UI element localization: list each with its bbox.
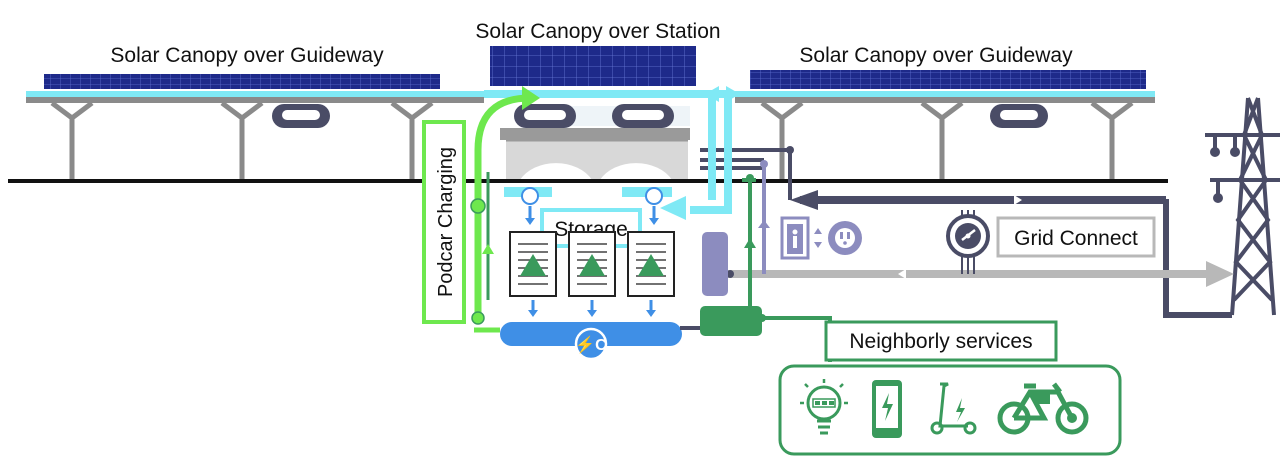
podcar-icon bbox=[612, 104, 674, 128]
service-flow-lines bbox=[680, 174, 832, 362]
solar-canopy-left bbox=[44, 74, 440, 89]
svg-text:Podcar Charging: Podcar Charging bbox=[435, 147, 457, 297]
battery-icon bbox=[702, 232, 728, 296]
neighborly-services-label: Neighborly services bbox=[824, 320, 1058, 362]
svg-text:Grid Connect: Grid Connect bbox=[1014, 227, 1138, 250]
smartphone-charging-icon bbox=[872, 380, 902, 438]
ground-line bbox=[8, 179, 1168, 183]
canopy-station-label: Solar Canopy over Station bbox=[475, 20, 720, 43]
neighborly-services-panel bbox=[778, 364, 1122, 456]
podcar-icon bbox=[272, 104, 330, 128]
transmission-tower-icon bbox=[1205, 97, 1280, 316]
svg-text:⚡C: ⚡C bbox=[575, 335, 607, 354]
solar-canopy-station bbox=[490, 46, 696, 86]
e-bike-icon bbox=[997, 382, 1089, 435]
elevator-icon bbox=[780, 216, 822, 260]
storage-battery-icon bbox=[568, 231, 616, 297]
storage-units bbox=[509, 231, 675, 317]
guideway bbox=[26, 91, 1155, 180]
lightbulb-icon bbox=[800, 379, 848, 435]
storage-battery-icon bbox=[627, 231, 675, 297]
grid-lines bbox=[700, 146, 1234, 318]
grid-connect-label: Grid Connect bbox=[996, 216, 1156, 258]
solar-canopy-right bbox=[750, 70, 1146, 89]
podcar-icon bbox=[990, 104, 1048, 128]
electric-meter-icon bbox=[946, 214, 990, 258]
svg-text:Neighborly services: Neighborly services bbox=[849, 330, 1032, 353]
storage-battery-icon bbox=[509, 231, 557, 297]
podcar-charging-flow bbox=[470, 86, 540, 333]
capacitor-icon: ⚡C bbox=[500, 322, 682, 361]
podcar-icon bbox=[514, 104, 576, 128]
podcar-charging-label: Podcar Charging bbox=[422, 120, 466, 324]
canopy-right-label: Solar Canopy over Guideway bbox=[799, 44, 1073, 67]
power-outlet-icon bbox=[828, 221, 862, 255]
e-scooter-icon bbox=[930, 382, 977, 435]
canopy-left-label: Solar Canopy over Guideway bbox=[110, 44, 384, 67]
